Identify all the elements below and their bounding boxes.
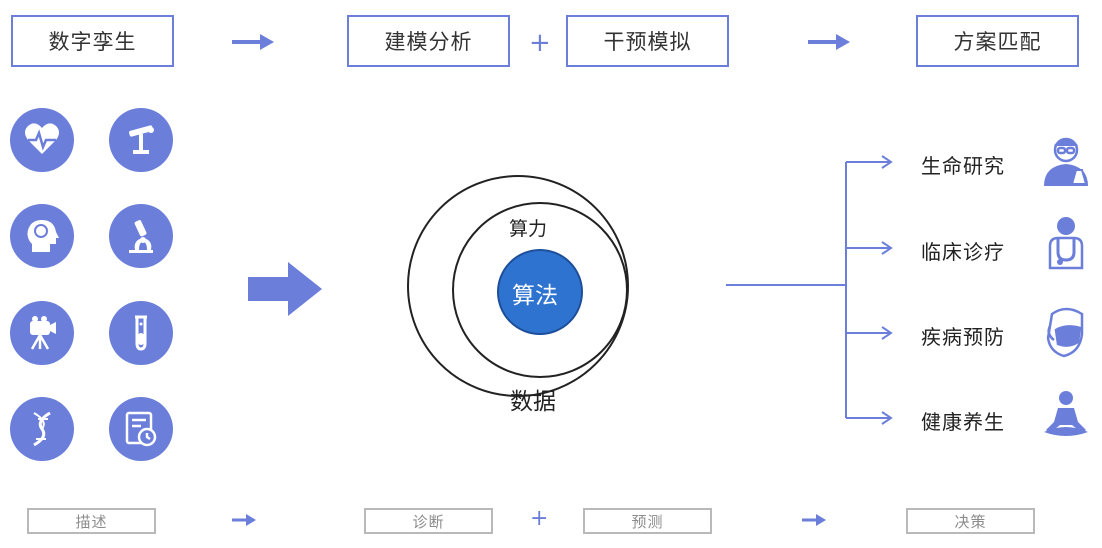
report-clock-icon [109, 397, 173, 461]
outcome-health-wellness: 健康养生 [921, 410, 1005, 434]
branch-arrows [846, 155, 893, 425]
outcome-clinical-treatment: 临床诊疗 [921, 240, 1005, 264]
label-predict-text: 预测 [631, 512, 664, 531]
outer-ring [407, 175, 629, 397]
core-inner-label: 算法 [512, 283, 558, 309]
bottom-arrow-1 [232, 514, 256, 526]
scientist-icon [1044, 137, 1088, 186]
meditation-icon [1044, 391, 1088, 436]
plus-operator-bottom: + [530, 506, 549, 531]
outcome-disease-prevention: 疾病预防 [921, 325, 1005, 349]
stage-intervention-simulation-label: 干预模拟 [603, 30, 692, 54]
mask-icon [1046, 307, 1084, 358]
label-diagnose: 诊断 [364, 508, 493, 534]
stage-modeling-analysis-label: 建模分析 [384, 30, 473, 54]
microscope-icon [109, 204, 173, 268]
dna-icon [10, 397, 74, 461]
heart-pulse-icon [10, 108, 74, 172]
input-arrow [248, 262, 322, 316]
camera-tripod-icon [10, 301, 74, 365]
label-diagnose-text: 诊断 [412, 512, 445, 531]
bottom-arrow-2 [802, 514, 826, 526]
test-tube-icon [109, 301, 173, 365]
stage-digital-twin: 数字孪生 [11, 15, 174, 67]
core-outer-label: 数据 [510, 389, 556, 415]
stage-plan-matching-label: 方案匹配 [953, 30, 1042, 54]
middle-ring [452, 202, 628, 378]
stage-digital-twin-label: 数字孪生 [48, 30, 137, 54]
top-arrow-2 [808, 34, 850, 50]
surgical-microscope-icon [109, 108, 173, 172]
brain-head-icon [10, 204, 74, 268]
plus-operator-top: + [529, 28, 551, 58]
core-circle [497, 249, 583, 335]
label-predict: 预测 [583, 508, 712, 534]
stage-plan-matching: 方案匹配 [916, 15, 1079, 67]
label-decide-text: 决策 [954, 512, 987, 531]
outcome-life-research: 生命研究 [921, 154, 1005, 178]
label-describe: 描述 [27, 508, 156, 534]
doctor-icon [1048, 217, 1084, 270]
core-middle-label: 算力 [509, 218, 548, 240]
top-arrow-1 [232, 34, 274, 50]
label-decide: 决策 [906, 508, 1035, 534]
label-describe-text: 描述 [75, 512, 108, 531]
stage-modeling-analysis: 建模分析 [347, 15, 510, 67]
stage-intervention-simulation: 干预模拟 [566, 15, 729, 67]
